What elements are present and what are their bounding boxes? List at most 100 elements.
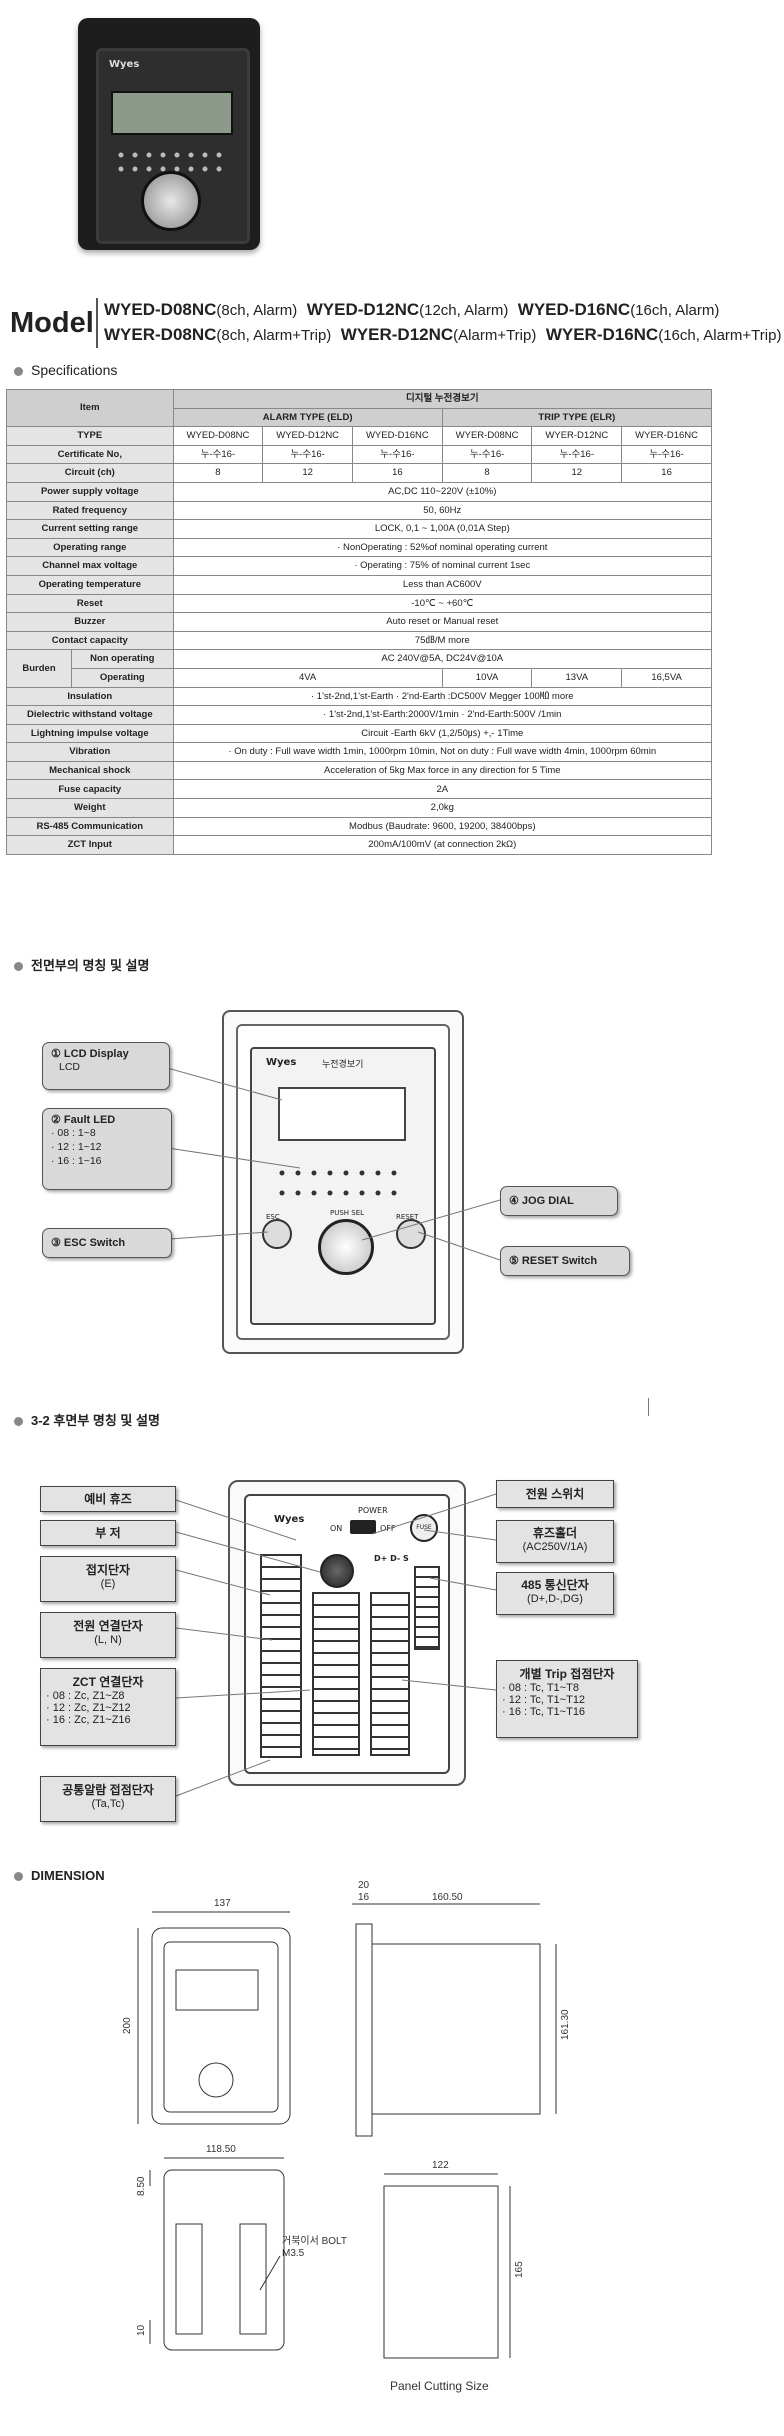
dim-bolt-leader <box>259 2255 281 2291</box>
dim-back-width: 118.50 <box>206 2144 236 2155</box>
dim-side-depth: 160.50 <box>432 1892 463 1903</box>
dim-front-dial <box>198 2062 234 2098</box>
dim-side-body <box>371 1943 541 2115</box>
dim-front-outline <box>151 1927 291 2125</box>
dim-back-10: 10 <box>136 2324 147 2336</box>
rear-label-trip-terminal: 개별 Trip 접점단자 · 08 : Tc, T1~T8 · 12 : Tc,… <box>496 1660 638 1738</box>
esc-label: ESC <box>266 1213 280 1221</box>
table-row: Certificate No, 누-수16- 누-수16- 누-수16- 누-수… <box>6 444 712 465</box>
divider-mark <box>648 1398 649 1416</box>
trip-terminal-block <box>370 1592 410 1756</box>
dim-back-terminal-right <box>239 2223 267 2335</box>
product-lcd <box>111 91 233 135</box>
rear-leader-lines <box>175 1493 497 1797</box>
esc-button[interactable] <box>262 1219 292 1249</box>
dim-back-terminal-left <box>175 2223 203 2335</box>
bullet-icon <box>14 1872 23 1882</box>
dim-bolt-label: 거북이서 BOLT <box>282 2235 347 2247</box>
dim-back-outline <box>163 2169 285 2351</box>
product-led-grid <box>118 152 222 172</box>
bullet-icon <box>14 1417 23 1427</box>
dim-front-face <box>163 1941 279 2113</box>
dim-side-16: 16 <box>358 1892 370 1903</box>
dim-front-lcd <box>175 1969 259 2011</box>
table-row: Insulation· 1'st-2nd,1'st-Earth · 2'nd-E… <box>6 686 713 707</box>
jog-dial[interactable] <box>318 1219 374 1275</box>
product-jog-dial <box>141 171 201 231</box>
callout-lcd-display: ① LCD Display LCD <box>42 1042 170 1090</box>
spec-header-alarm: ALARM TYPE (ELD) <box>172 407 443 428</box>
table-row: TYPE WYED-D08NC WYED-D12NC WYED-D16NC WY… <box>6 426 712 446</box>
reset-label: RESET <box>396 1213 419 1221</box>
callout-esc-switch: ③ ESC Switch <box>42 1228 172 1258</box>
dim-cut-height: 165 <box>514 2261 525 2278</box>
front-heading: 전면부의 명칭 및 설명 <box>14 955 149 974</box>
spec-header-item: Item <box>6 388 174 428</box>
bullet-icon <box>14 366 23 376</box>
callout-jog-dial: ④ JOG DIAL <box>500 1186 618 1216</box>
brand-logo: Wyes <box>109 59 140 70</box>
specifications-heading: Specifications <box>14 362 117 378</box>
product-photo: Wyes <box>78 18 260 250</box>
dim-front-width: 137 <box>214 1898 231 1909</box>
dim-cut-width: 122 <box>432 2160 449 2171</box>
model-label: Model <box>10 307 94 339</box>
rear-heading: 3-2 후면부 명칭 및 설명 <box>14 1410 160 1429</box>
front-brand-logo: Wyes <box>266 1057 297 1068</box>
dim-panel-cut <box>383 2185 499 2359</box>
device-title: 누전경보기 <box>322 1060 364 1070</box>
spec-header-product: 디지털 누전경보기 <box>172 389 713 409</box>
front-led-grid <box>279 1170 397 1196</box>
dim-cut-label: Panel Cutting Size <box>390 2379 489 2393</box>
rear-label-ground-terminal: 접지단자 (E) <box>40 1556 176 1602</box>
power-label: POWER <box>358 1506 388 1515</box>
rear-label-power-switch: 전원 스위치 <box>496 1480 614 1508</box>
callout-fault-led: ② Fault LED · 08 : 1~8 · 12 : 1~12 · 16 … <box>42 1108 172 1190</box>
dim-front-height: 200 <box>122 2017 133 2034</box>
dim-side-height: 161.30 <box>560 2009 571 2040</box>
buzzer-icon <box>320 1554 354 1588</box>
rs485-terminal-block <box>414 1566 440 1650</box>
rear-label-fuse-holder: 휴즈홀더 (AC250V/1A) <box>496 1520 614 1563</box>
rear-brand-logo: Wyes <box>274 1514 305 1525</box>
model-line-alarm: WYED-D08NC(8ch, Alarm) WYED-D12NC(12ch, … <box>104 300 720 319</box>
push-sel-label: PUSH SEL <box>330 1209 365 1217</box>
rs485-label: D+ D- S <box>374 1554 409 1563</box>
table-row: Dielectric withstand voltage· 1'st-2nd,1… <box>6 705 713 725</box>
bullet-icon <box>14 962 23 972</box>
dimension-heading: DIMENSION <box>14 1868 105 1883</box>
rear-label-buzzer: 부 저 <box>40 1520 176 1546</box>
rear-label-zct-terminal: ZCT 연결단자 · 08 : Zc, Z1~Z8 · 12 : Zc, Z1~… <box>40 1668 176 1746</box>
callout-reset-switch: ⑤ RESET Switch <box>500 1246 630 1276</box>
power-switch[interactable] <box>350 1520 376 1534</box>
front-panel-face: Wyes 누전경보기 PUSH SEL ESC RESET <box>250 1047 436 1325</box>
dim-side-20: 20 <box>358 1880 370 1891</box>
rear-label-alarm-contact: 공통알람 접점단자 (Ta,Tc) <box>40 1776 176 1822</box>
left-terminal-block <box>260 1554 302 1758</box>
dim-bolt-size: M3.5 <box>282 2248 305 2259</box>
rear-label-spare-fuse: 예비 휴즈 <box>40 1486 176 1512</box>
dim-side-flange <box>355 1923 373 2137</box>
product-face: Wyes <box>96 48 250 244</box>
model-line-trip: WYER-D08NC(8ch, Alarm+Trip) WYER-D12NC(A… <box>104 325 782 344</box>
rear-label-rs485-terminal: 485 통신단자 (D+,D-,DG) <box>496 1572 614 1615</box>
on-label: ON <box>330 1524 343 1533</box>
fuse-holder[interactable]: FUSE <box>410 1514 438 1542</box>
table-row: Circuit (ch) 8 12 16 8 12 16 <box>6 463 712 483</box>
spec-table: Item 디지털 누전경보기 ALARM TYPE (ELD) TRIP TYP… <box>6 388 713 855</box>
spec-header-trip: TRIP TYPE (ELR) <box>441 407 713 428</box>
zct-terminal-block <box>312 1592 360 1756</box>
rear-panel-body: Wyes POWER ON OFF FUSE D+ D- S <box>244 1494 450 1774</box>
rear-label-power-terminal: 전원 연결단자 (L, N) <box>40 1612 176 1658</box>
front-lcd <box>278 1087 406 1141</box>
model-divider <box>96 298 98 348</box>
